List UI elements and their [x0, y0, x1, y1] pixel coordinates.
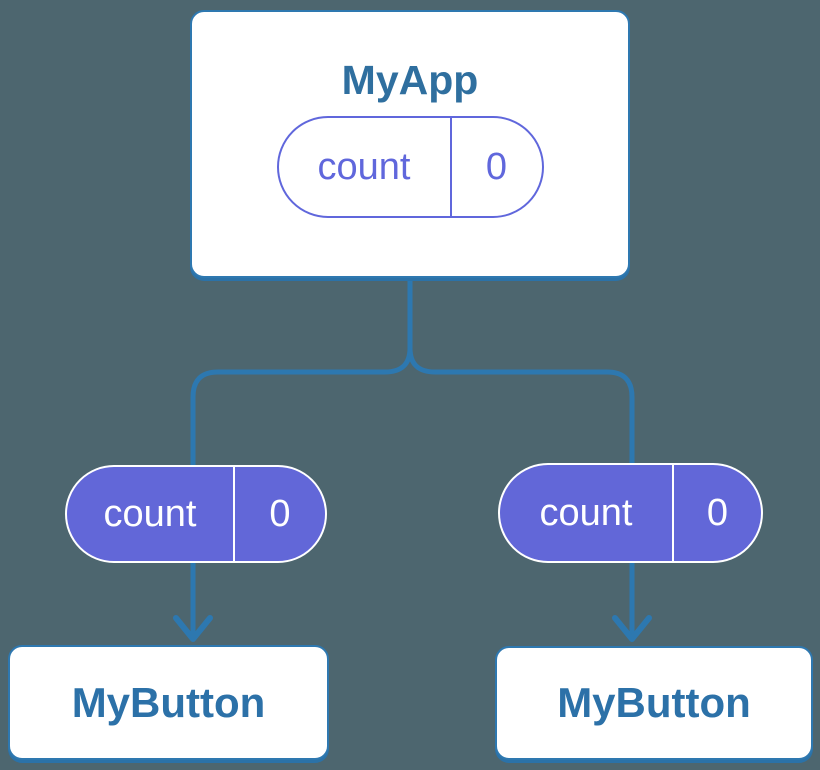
- prop-pill-key: count: [500, 465, 674, 561]
- child-node-mybutton-right: MyButton: [495, 646, 813, 760]
- prop-pill-left: count 0: [65, 465, 327, 563]
- state-pill-value: 0: [485, 145, 508, 188]
- prop-pill-value: 0: [706, 491, 729, 534]
- state-pill-key: count: [279, 118, 452, 216]
- prop-pill-key: count: [67, 467, 235, 561]
- prop-pill-right: count 0: [498, 463, 763, 563]
- prop-pill-value: 0: [269, 492, 291, 535]
- connector-branch-left: [190, 347, 413, 634]
- parent-node-myapp: MyApp count 0: [190, 10, 630, 278]
- arrow-down-icon: [612, 615, 652, 642]
- state-pill: count 0: [276, 116, 544, 218]
- child-node-mybutton-left: MyButton: [8, 645, 329, 760]
- parent-node-title: MyApp: [341, 57, 479, 103]
- connector-branch-right: [407, 347, 635, 634]
- arrow-down-icon: [173, 615, 213, 642]
- child-node-title: MyButton: [557, 679, 751, 726]
- child-node-title: MyButton: [71, 678, 266, 726]
